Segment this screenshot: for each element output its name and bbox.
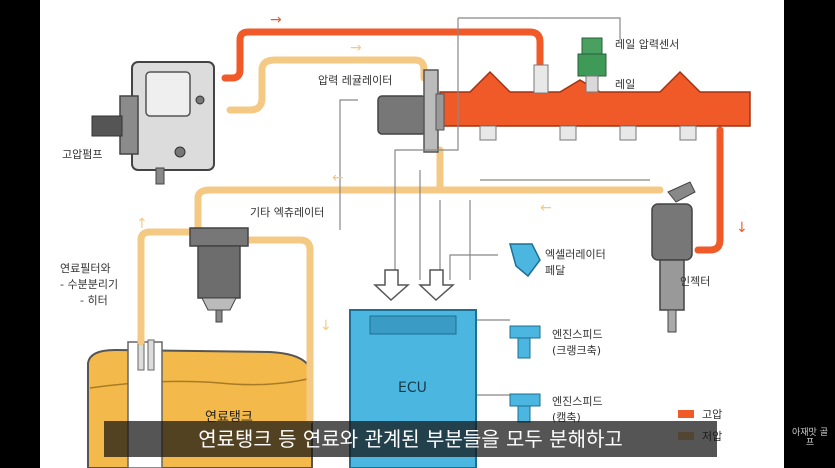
video-subtitle: 연료탱크 등 연료와 관계된 부분들을 모두 분해하고 [104,421,717,457]
flow-arrow-icon: ← [540,200,552,216]
pressure-regulator-label: 압력 레귤레이터 [318,74,392,87]
high-pressure-lines [221,28,724,254]
rail [439,64,751,141]
pressure-regulator [377,69,445,153]
signal-wires [339,17,650,396]
flow-arrow-icon: ← [332,170,344,186]
flow-arrow-icon: ↓ [736,220,748,236]
injector: 인젝터 [651,181,710,333]
channel-watermark: 아재맛 골프 [792,428,828,448]
fuel-filter-label-2: - 수분분리기 [60,278,118,291]
engine-speed-cam: 엔진스피드 (캠축) [509,393,603,424]
high-pressure-pump: 고압펌프 [62,61,215,185]
rail-pressure-sensor [577,37,607,93]
flow-arrow-icon: → [270,12,282,28]
engine-speed-crank-label-2: (크랭크축) [552,344,601,357]
fuel-filter-label-1: 연료필터와 [60,262,111,275]
accelerator-pedal: 엑셀러레이터 페달 [509,243,606,278]
legend-high-label: 고압 [702,408,722,421]
rail-pressure-sensor-label: 레일 압력센서 [615,37,679,51]
flow-arrow-icon: ↑ [136,318,148,334]
diagram-svg: 연료탱크 [60,12,751,468]
high-pressure-pump-label: 고압펌프 [62,148,102,161]
engine-speed-cam-label-1: 엔진스피드 [552,395,603,408]
flow-arrow-icon: → [350,40,362,56]
ecu-input-arrows [373,269,455,302]
legend-high-swatch [678,410,694,418]
flow-arrows: → → ← ← ↑ ↑ ↓ ↓ [136,12,748,334]
flow-arrow-icon: ↑ [136,216,148,232]
engine-speed-crank-label-1: 엔진스피드 [552,328,603,341]
accelerator-pedal-label-1: 엑셀러레이터 [545,248,606,261]
flow-arrow-icon: ↓ [320,318,332,334]
fuel-system-diagram: 연료탱크 [40,0,784,468]
engine-speed-crank: 엔진스피드 (크랭크축) [509,325,603,359]
fuel-filter: 연료필터와 - 수분분리기 - 히터 [60,227,249,323]
injector-label: 인젝터 [680,275,710,288]
engine-speed-cam-label-2: (캠축) [552,411,581,424]
accelerator-pedal-label-2: 페달 [545,264,565,277]
other-actuator-label: 기타 엑츄레이터 [250,206,324,219]
fuel-filter-label-3: - 히터 [80,293,108,307]
rail-label: 레일 [615,77,635,91]
ecu-label: ECU [398,380,427,396]
low-pressure-lines [137,56,664,424]
